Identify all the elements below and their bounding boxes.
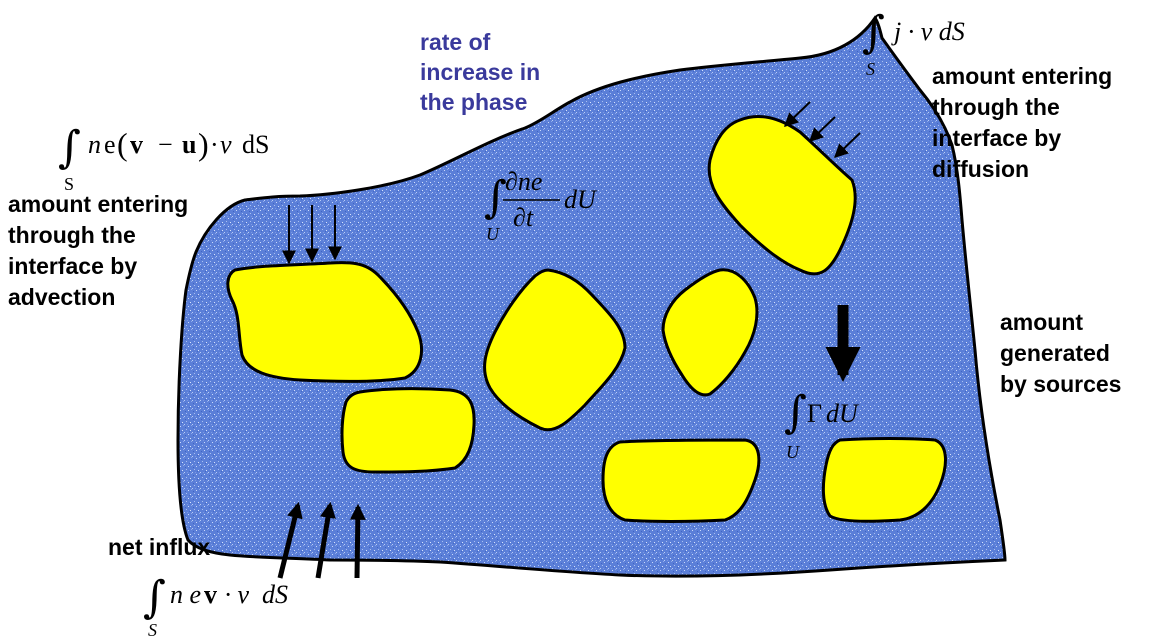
sources-label-line-1: amount [1000,309,1083,335]
formula-body-2: · ν dS [218,580,288,609]
integral-subscript: S [64,174,74,194]
diffusion-label-line-2: through the [932,94,1060,120]
formula-n: n [88,130,101,159]
diffusion-label-line-1: amount entering [932,63,1112,89]
formula-paren-close: ) [198,126,209,162]
integral-subscript: S [148,620,157,638]
formula-body-1: n e [170,580,201,609]
formula-e: e [104,130,116,159]
diffusion-label: amount entering through the interface by… [932,63,1112,182]
sources-label-line-2: generated [1000,340,1110,366]
particle-lower-left [342,389,474,472]
rate-label-line-1: rate of [420,29,491,55]
diffusion-label-line-4: diffusion [932,156,1029,182]
formula-v: v [204,580,217,609]
sources-label: amount generated by sources [1000,309,1121,397]
formula-gamma: Γ [807,399,822,428]
advection-formula: ∫ S n e ( v − u ) · ν dS [58,122,269,194]
advection-label: amount entering through the interface by… [8,191,188,310]
formula-numerator: ∂ne [505,167,542,196]
integral-sign: ∫ [784,387,807,438]
influx-formula: ∫ S n e v · ν dS [143,572,288,638]
integral-sign: ∫ [143,572,166,623]
integral-subscript: U [786,442,800,462]
sources-label-line-3: by sources [1000,371,1121,397]
rate-label-line-2: increase in [420,59,540,85]
particle-bottom-center [603,440,759,522]
integral-sign: ∫ [484,172,507,223]
formula-dot: · [210,130,219,159]
formula-minus: − [158,130,173,159]
formula-suffix: dU [564,185,598,214]
rate-label: rate of increase in the phase [420,29,540,115]
formula-denominator: ∂t [513,203,534,232]
integral-subscript: U [486,224,500,244]
advection-label-line-2: through the [8,222,136,248]
formula-suffix: dU [826,399,860,428]
integral-sign: ∫ [862,7,885,58]
formula-dS: dS [242,130,269,159]
diffusion-label-line-3: interface by [932,125,1061,151]
influx-label: net influx [108,534,210,560]
formula-body: j · ν dS [891,17,965,46]
rate-label-line-3: the phase [420,89,527,115]
advection-label-line-4: advection [8,284,115,310]
formula-nu: ν [220,130,232,159]
formula-paren-open: ( [117,126,128,162]
advection-label-line-1: amount entering [8,191,188,217]
influx-arrow-3 [357,507,358,578]
integral-sign: ∫ [58,122,81,173]
formula-v: v [130,130,143,159]
formula-u: u [182,130,196,159]
integral-subscript: S [866,59,875,79]
advection-label-line-3: interface by [8,253,137,279]
